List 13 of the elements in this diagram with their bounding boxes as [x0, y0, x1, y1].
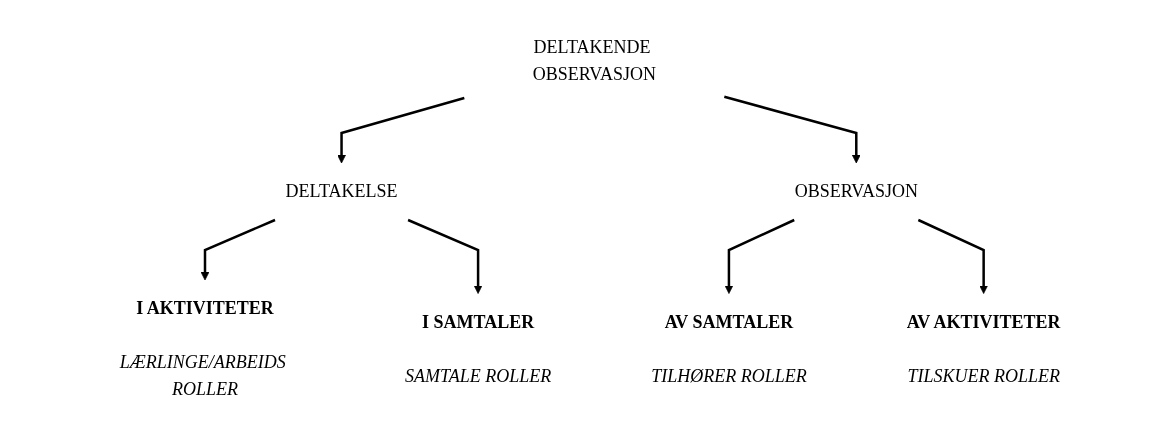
arrow: [724, 218, 795, 294]
arrow: [723, 95, 861, 164]
node-text: OBSERVASJON: [794, 181, 918, 201]
node-text: AV AKTIVITETER TILSKUER ROLLER: [906, 311, 1061, 386]
node-text: I AKTIVITETER LÆRLINGE/ARBEIDS ROLLER: [119, 298, 286, 399]
arrow: [407, 218, 483, 294]
node-text: AV SAMTALER TILHØRER ROLLER: [650, 311, 807, 386]
arrow: [336, 96, 465, 164]
node-text: DELTAKENDE OBSERVASJON: [532, 37, 656, 84]
arrow: [200, 218, 276, 281]
node-text: I SAMTALER SAMTALE ROLLER: [404, 311, 551, 386]
arrow: [917, 218, 988, 294]
node-text: DELTAKELSE: [285, 181, 398, 201]
